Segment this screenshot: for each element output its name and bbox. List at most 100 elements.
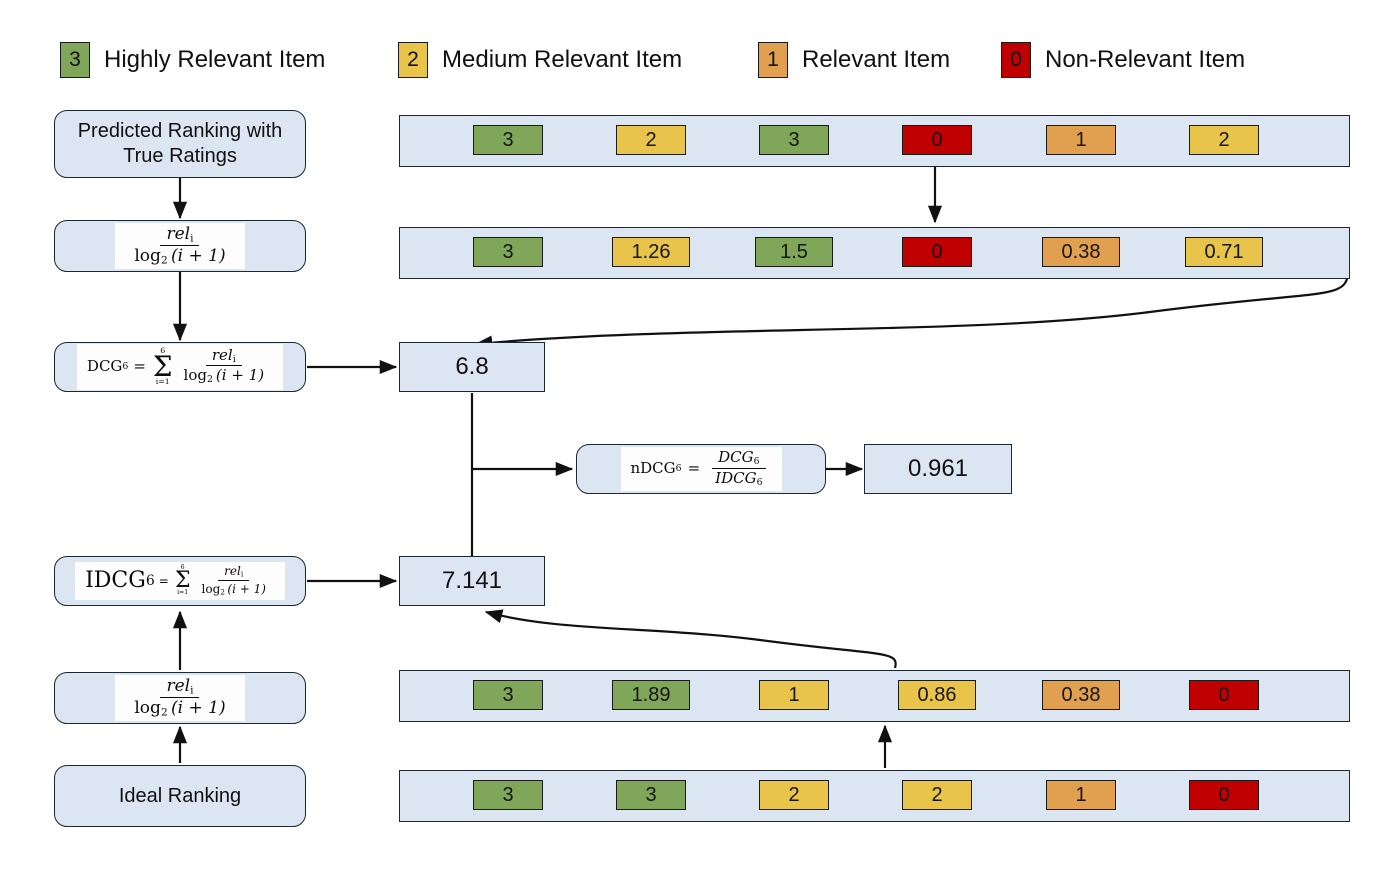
rel-symbol: rel (166, 223, 191, 244)
idcg-lhs: IDCG (85, 567, 146, 593)
discount-formula-plate-bottom: reli log2 (i + 1) (115, 674, 245, 722)
rank-chip[interactable]: 0.71 (1185, 237, 1263, 268)
dcg-fraction: reli log2 (i + 1) (178, 348, 271, 385)
rank-chip[interactable]: 0 (1189, 780, 1259, 811)
legend-chip-1: 1 (758, 42, 788, 78)
dcg-lhs: DCG (86, 356, 123, 375)
wire-idealrow-to-idcgvalue (484, 609, 897, 669)
dcg-sum-upper: 6 (160, 345, 166, 355)
legend-item-0: 0 Non-Relevant Item (1001, 36, 1245, 84)
node-dcg-value[interactable]: 6.8 (399, 342, 545, 392)
predicted-ranking-text: Predicted Ranking with True Ratings (68, 119, 293, 169)
dcg-denominator: log2 (i + 1) (183, 366, 265, 386)
ndcg-num-sub: 6 (753, 456, 760, 468)
discount-numerator-top: reli (160, 223, 200, 246)
discount-formula-plate-top: reli log2 (i + 1) (115, 222, 245, 270)
rank-chip[interactable]: 2 (1189, 125, 1259, 156)
dcg-sum-lower: i=1 (155, 377, 170, 387)
legend-item-3: 3 Highly Relevant Item (60, 36, 325, 84)
ndcg-value-text: 0.961 (907, 455, 969, 482)
rank-chip[interactable]: 1 (1046, 780, 1116, 811)
dcg-lhs-sub: 6 (122, 360, 129, 372)
node-idcg-value[interactable]: 7.141 (399, 556, 545, 606)
node-ideal-ranking[interactable]: Ideal Ranking (54, 765, 306, 827)
rank-chip[interactable]: 3 (759, 125, 829, 156)
discount-numerator-bottom: reli (160, 677, 200, 698)
ranking-bar-ideal-true-ratings: 3 3 2 2 1 0 (399, 770, 1350, 822)
legend-label-2: Medium Relevant Item (442, 46, 683, 73)
rank-chip[interactable]: 0.38 (1042, 237, 1120, 268)
idcg-sigma: 6 Σ i=1 (174, 563, 191, 597)
ndcg-numerator: DCG6 (712, 448, 766, 469)
node-ndcg-value[interactable]: 0.961 (864, 444, 1012, 494)
legend-item-2: 2 Medium Relevant Item (398, 36, 682, 84)
predicted-ranking-line2: True Ratings (123, 145, 237, 167)
node-discount-formula-bottom[interactable]: reli log2 (i + 1) (54, 672, 306, 724)
idcg-value-text: 7.141 (441, 567, 503, 594)
idcg-sum-upper: 6 (180, 563, 185, 571)
discount-fraction-top: reli log2 (i + 1) (128, 223, 231, 266)
ndcg-fraction: DCG6 IDCG6 (709, 450, 768, 487)
ndcg-lhs: nDCG (630, 459, 676, 477)
rank-chip[interactable]: 1 (1046, 125, 1116, 156)
ndcg-den-text: IDCG (715, 468, 757, 487)
dcg-eq: = (133, 356, 146, 375)
ideal-ranking-label: Ideal Ranking (118, 784, 242, 807)
ndcg-eq: = (687, 459, 701, 477)
predicted-ranking-line1: Predicted Ranking with (77, 120, 283, 142)
rank-chip[interactable]: 2 (902, 780, 972, 811)
legend: 3 Highly Relevant Item 2 Medium Relevant It… (0, 36, 1400, 84)
rank-chip[interactable]: 3 (473, 237, 543, 268)
idcg-sum-lower: i=1 (177, 589, 189, 597)
rank-chip[interactable]: 0 (902, 125, 972, 156)
rank-chip[interactable]: 1.26 (612, 237, 690, 268)
legend-label-0: Non-Relevant Item (1045, 46, 1246, 73)
ndcg-den-sub: 6 (756, 476, 763, 488)
ranking-bar-predicted-true-ratings: 3 2 3 0 1 2 (399, 115, 1350, 167)
ranking-bar-predicted-discounted-gains: 3 1.26 1.5 0 0.38 0.71 (399, 227, 1350, 279)
rank-chip[interactable]: 0 (902, 237, 972, 268)
legend-label-3: Highly Relevant Item (104, 46, 326, 73)
ndcg-lhs-sub: 6 (675, 462, 682, 474)
legend-item-1: 1 Relevant Item (758, 36, 950, 84)
dcg-sigma: 6 Σ i=1 (152, 345, 173, 387)
rank-chip[interactable]: 1 (759, 680, 829, 711)
rank-chip[interactable]: 2 (616, 125, 686, 156)
legend-label-1: Relevant Item (802, 46, 951, 73)
idcg-denominator: log2 (i + 1) (201, 581, 266, 597)
idcg-eq: = (158, 573, 169, 588)
legend-chip-3: 3 (60, 42, 90, 78)
ndcg-denominator: IDCG6 (709, 469, 768, 487)
wire-row2-to-dcgvalue (474, 273, 1350, 350)
idcg-numerator: reli (218, 565, 250, 581)
dcg-numerator: reli (205, 348, 242, 367)
ranking-bar-ideal-discounted-gains: 3 1.89 1 0.86 0.38 0 (399, 670, 1350, 722)
discount-denominator-bottom: log2 (i + 1) (134, 697, 226, 718)
legend-chip-2: 2 (398, 42, 428, 78)
rank-chip[interactable]: 0.86 (898, 680, 976, 711)
discount-fraction-bottom: reli log2 (i + 1) (128, 677, 231, 718)
idcg-lhs-sub: 6 (145, 572, 155, 589)
rank-chip[interactable]: 1.89 (612, 680, 690, 711)
dcg-value-text: 6.8 (455, 353, 489, 380)
rank-chip[interactable]: 3 (616, 780, 686, 811)
legend-chip-0: 0 (1001, 42, 1031, 78)
rank-chip[interactable]: 3 (473, 125, 543, 156)
rank-chip[interactable]: 1.5 (755, 237, 833, 268)
node-predicted-ranking[interactable]: Predicted Ranking with True Ratings (54, 110, 306, 178)
log-symbol: log (134, 245, 161, 266)
node-discount-formula-top[interactable]: reli log2 (i + 1) (54, 220, 306, 272)
rank-chip[interactable]: 2 (759, 780, 829, 811)
ndcg-num-text: DCG (718, 448, 754, 467)
rank-chip[interactable]: 0 (1189, 680, 1259, 711)
rank-chip[interactable]: 3 (473, 780, 543, 811)
rank-chip[interactable]: 0.38 (1042, 680, 1120, 711)
rank-chip[interactable]: 3 (473, 680, 543, 711)
